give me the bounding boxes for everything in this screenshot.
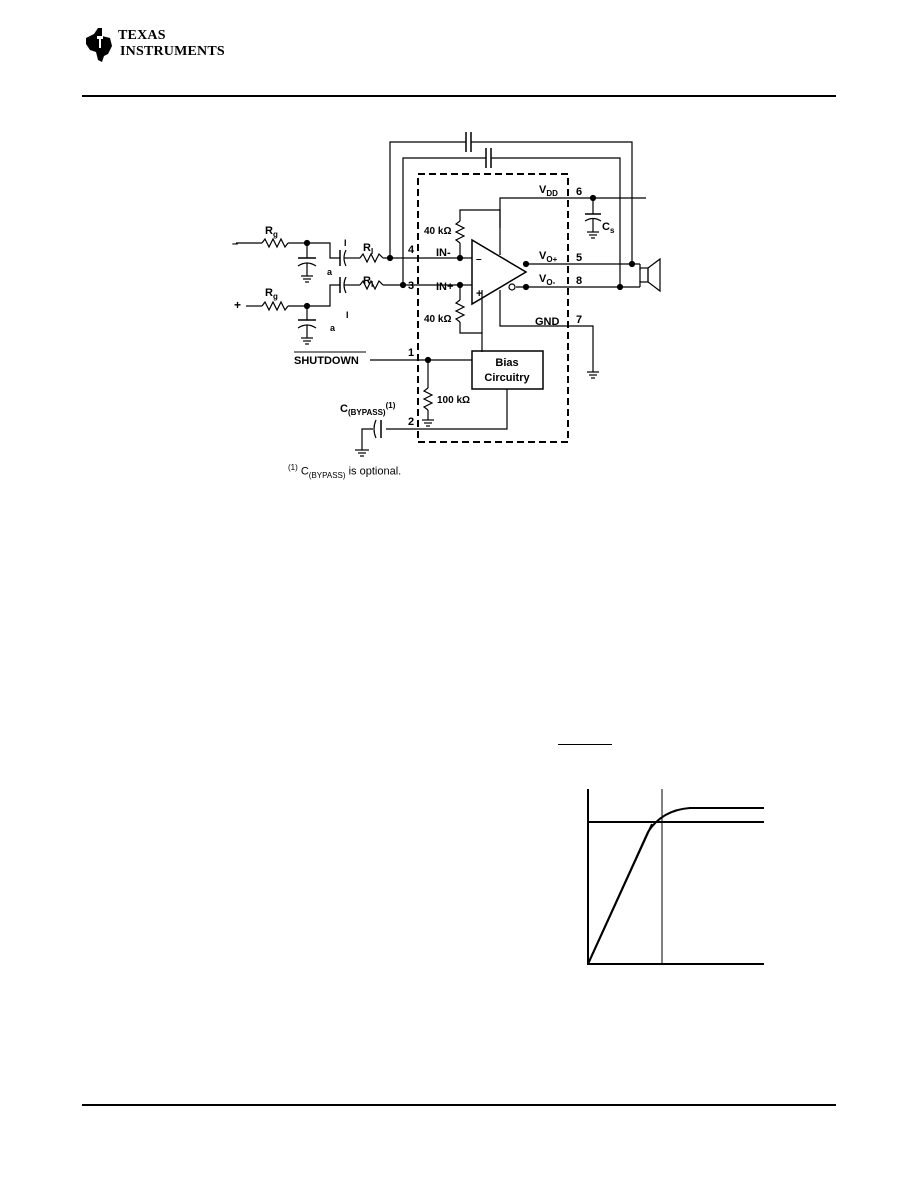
ci-bottom-label: I [346, 310, 349, 320]
pin-7-label: 7 [576, 314, 582, 326]
footer-rule [82, 1104, 836, 1106]
bypass-wire [386, 389, 508, 430]
in-plus-label: IN+ [436, 281, 453, 293]
graph-curve [587, 807, 764, 965]
junction-dot [628, 260, 636, 268]
junction-dot [399, 281, 407, 289]
schematic-footnote: (1) C(BYPASS) is optional. [288, 463, 401, 480]
short-rule [558, 744, 612, 745]
header-rule [82, 95, 836, 97]
r40-top-label: 40 kΩ [424, 226, 451, 237]
gnd-wire [499, 290, 594, 372]
r100-resistor [422, 387, 434, 411]
vdd-label: VDD [539, 184, 558, 198]
cs-label: Cs [602, 221, 615, 235]
cbypass-cap-plate [373, 419, 377, 439]
graph-curve-linear [587, 823, 653, 965]
minus-input-label: – [232, 238, 238, 250]
footnote-text: is optional. [348, 465, 402, 478]
pin-5-label: 5 [576, 252, 582, 264]
junction-dot [522, 260, 530, 268]
pin-6-label: 6 [576, 186, 582, 198]
bias-label-line-1: Bias [495, 357, 518, 369]
footnote-c: C [300, 465, 309, 478]
shutdown-label: SHUTDOWN [294, 355, 359, 367]
ci-top-label: I [344, 238, 347, 248]
rg-top-label: Rg [265, 225, 278, 239]
ri-top-label: RI [363, 242, 373, 256]
rg-bottom-resistor [261, 300, 289, 312]
footnote-sub: (BYPASS) [308, 470, 346, 480]
r40-bottom-label: 40 kΩ [424, 314, 451, 325]
ri-bottom-resistor [359, 279, 384, 291]
opamp-triangle [471, 238, 528, 306]
pin-1-label: 1 [408, 347, 414, 359]
feedback-wire-outer-left [389, 141, 466, 258]
vo-minus-label: VO- [539, 273, 556, 287]
inverting-bubble [508, 283, 516, 291]
brand-line-2: Instruments [120, 44, 225, 59]
opamp-plus-label: + [476, 288, 482, 300]
feedback-wire-inner-right [491, 157, 621, 287]
rg-bottom-label: Rg [265, 287, 278, 301]
r100-label: 100 kΩ [437, 395, 470, 406]
junction-dot [522, 283, 530, 291]
opamp-minus-label: – [476, 254, 482, 265]
brand-wordmark: Texas Instruments [118, 28, 225, 60]
feedback-wire [459, 209, 501, 255]
bias-label-line-2: Circuitry [484, 372, 530, 384]
vdd-wire [499, 197, 563, 228]
pin-4-label: 4 [408, 244, 415, 256]
speaker-cone-icon [647, 257, 661, 293]
ri-top-resistor [359, 252, 384, 264]
junction-dot [386, 254, 394, 262]
feedback-wire-outer-right [471, 141, 633, 265]
feedback-wire-inner-left [402, 157, 486, 285]
cap-top-label: a [327, 267, 333, 277]
in-minus-label: IN- [436, 247, 451, 259]
vo-plus-label: VO+ [539, 250, 558, 264]
cbypass-label: C(BYPASS)(1) [340, 401, 396, 417]
cap-bottom-label: a [330, 323, 336, 333]
junction-dot [616, 283, 624, 291]
wire [361, 428, 373, 450]
footnote-marker: (1) [288, 463, 298, 472]
plus-input-label: + [234, 298, 241, 312]
amplifier-schematic: Rg Rg – + RI RI I I a a 4 3 1 2 5 6 7 8 … [232, 132, 661, 457]
ti-logo-icon [86, 28, 112, 62]
rg-top-resistor [261, 237, 289, 249]
pin-8-label: 8 [576, 275, 582, 287]
r40-bottom-resistor [454, 299, 466, 323]
gnd-label: GND [535, 316, 560, 328]
ri-bottom-label: RI [363, 275, 373, 289]
pin-2-label: 2 [408, 416, 414, 428]
pin-3-label: 3 [408, 280, 414, 292]
brand-line-1: Texas [118, 28, 166, 43]
r40-top-resistor [454, 220, 466, 244]
cs-cap-plate [584, 217, 602, 222]
wire [459, 322, 483, 352]
